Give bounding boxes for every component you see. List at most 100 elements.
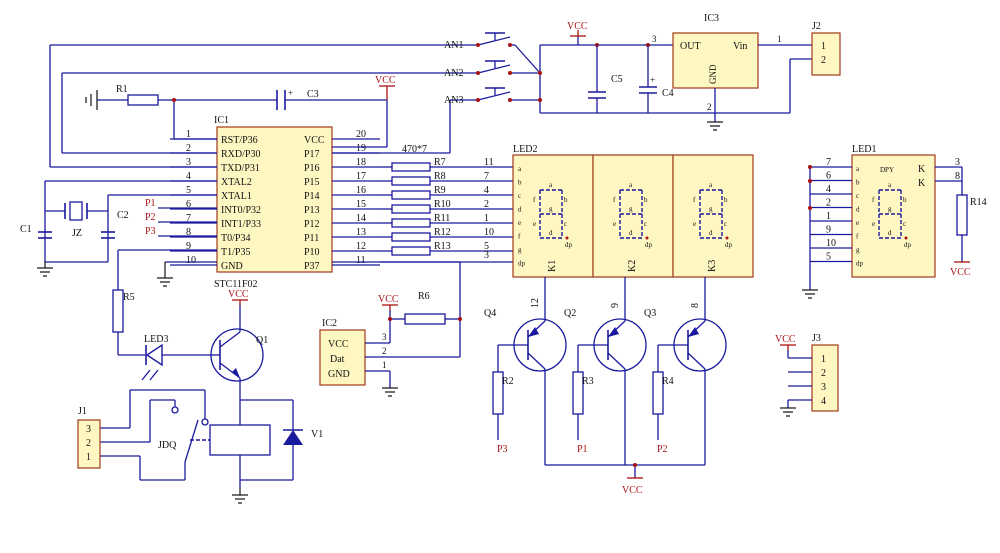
led2-digit-3-segments-letter-c: c: [724, 220, 727, 228]
led1-pin-1: 1: [826, 211, 831, 222]
led2-digit-1: [512, 154, 594, 278]
led2-k3-label: K3: [707, 260, 718, 272]
led2-pin-dp: 3: [484, 250, 489, 261]
relay-coil: [209, 424, 271, 456]
led1-pin-10: 10: [826, 238, 836, 249]
led1-seg-g: g: [856, 246, 860, 254]
led2-digit-2-segments-letter-e: e: [613, 220, 616, 228]
led2-seg-dp: dp: [518, 260, 526, 268]
j1-ref: J1: [78, 406, 87, 417]
p3-label-ic1: P3: [145, 226, 156, 237]
led2-digit-2-segments-letter-b: b: [644, 196, 648, 204]
ic2-pin3: 3: [382, 332, 387, 342]
led2-seg-d: d: [518, 206, 522, 214]
led1-digit-segments-letter-f: f: [872, 196, 875, 204]
ic3-gnd: GND: [708, 64, 718, 84]
p-label-q2: P1: [577, 444, 588, 455]
ic1-pin-4: 4: [186, 171, 191, 182]
led2-digit-3-segments-letter-a: a: [709, 181, 713, 189]
j3-pin-1: 1: [821, 354, 826, 365]
led2-digit-1-segments-letter-f: f: [533, 196, 536, 204]
led1-pin-9: 9: [826, 225, 831, 236]
j3-pin-2: 2: [821, 368, 826, 379]
ic2-gnd: GND: [328, 369, 350, 380]
ic1-pin-8: 8: [186, 227, 191, 238]
ic1-pin-19: 19: [356, 143, 366, 154]
resistor-r10: [391, 204, 431, 214]
p-label-q4: P3: [497, 444, 508, 455]
led1-pin-2: 2: [826, 198, 831, 209]
ic1-pin-label-3: TXD/P31: [221, 163, 260, 174]
j2-ref: J2: [812, 21, 821, 32]
led1-digit-segments-letter-e: e: [872, 220, 875, 228]
ic1-pin-label-12: P10: [304, 247, 320, 258]
ic1-pin-12: 12: [356, 241, 366, 252]
ic2-pin2: 2: [382, 346, 387, 356]
ic3-regulator: [672, 32, 759, 89]
reset-circuit: R1 + C3 VCC: [85, 75, 396, 148]
vcc-label-c3: VCC: [375, 75, 396, 86]
r14-pullup: R14 VCC: [935, 166, 987, 278]
q2-label: Q2: [564, 308, 576, 319]
j1-pin-1: 1: [86, 452, 91, 463]
led2-seg-c: c: [518, 192, 521, 200]
ic1-ref: IC1: [214, 115, 229, 126]
q1-label: Q1: [256, 335, 268, 346]
ic1-pin-5: 5: [186, 185, 191, 196]
ic1-pin-label-19: P17: [304, 149, 320, 160]
button-an2-label: AN2: [444, 68, 463, 79]
r4-label: R4: [662, 376, 674, 387]
power-section: VCC C5 + C4 IC3 OUT Vin GND 3 2 1 J2 1 2: [514, 13, 841, 131]
ic2-pin1: 1: [382, 360, 387, 370]
led1-digit-segments-letter-dp: dp: [904, 241, 912, 249]
ic1-pin-6: 6: [186, 199, 191, 210]
q4-pin: 12: [530, 298, 541, 308]
resistor-label-r9: R9: [434, 185, 446, 196]
led2-seg-b: b: [518, 179, 522, 187]
j2-pin2: 2: [821, 55, 826, 66]
vcc-label-q1: VCC: [228, 289, 249, 300]
led2-digit-2-segments-letter-c: c: [644, 220, 647, 228]
jdq-label: JDQ: [158, 440, 177, 451]
led1-dpy-label: DPY: [880, 166, 894, 174]
r5-label: R5: [123, 292, 135, 303]
vcc-label-drivers: VCC: [622, 485, 643, 496]
ic1-pin-label-9: T1/P35: [221, 247, 250, 258]
ic1-pin-10: 10: [186, 255, 196, 266]
jz-label: JZ: [72, 228, 82, 239]
led2-ref: LED2: [513, 144, 537, 155]
led1-pin-4: 4: [826, 184, 831, 195]
ic1-microcontroller: IC1 STC11F02 1RST/P362RXD/P303TXD/P314XT…: [170, 115, 380, 290]
resistor-r8: [391, 176, 431, 186]
led2-digit-3-segments-letter-e: e: [693, 220, 696, 228]
c2-label: C2: [117, 210, 129, 221]
ic1-pin-label-2: RXD/P30: [221, 149, 260, 160]
button-an1-label: AN1: [444, 40, 463, 51]
ic1-pin-3: 3: [186, 157, 191, 168]
r6-label: R6: [418, 291, 430, 302]
ic2-sensor: IC2 VCC Dat GND 3 2 1 VCC R6: [319, 261, 462, 397]
r6-resistor: [404, 313, 446, 325]
ic1-pin-label-16: P14: [304, 191, 320, 202]
led2-digit-1-segments-letter-d: d: [549, 229, 553, 237]
ic1-pin-label-20: VCC: [304, 135, 325, 146]
ic1-pin-1: 1: [186, 129, 191, 140]
led2-digit-3-segments-letter-b: b: [724, 196, 728, 204]
led2-digit-3-segments-letter-g: g: [709, 205, 713, 213]
led1-seg-f: f: [856, 233, 859, 241]
ic1-pin-label-14: P12: [304, 219, 320, 230]
r2-label: R2: [502, 376, 514, 387]
resistor-label-r13: R13: [434, 241, 451, 252]
ic1-pin-label-7: INT1/P33: [221, 219, 261, 230]
vcc-label-r14: VCC: [950, 267, 971, 278]
led1-seg-e: e: [856, 219, 859, 227]
led1-pin-7: 7: [826, 157, 831, 168]
v1-label: V1: [311, 429, 323, 440]
svg-text:+: +: [288, 88, 293, 98]
resistor-r11: [391, 218, 431, 228]
resistor-label-r12: R12: [434, 227, 451, 238]
led2-digit-2-segments-letter-g: g: [629, 205, 633, 213]
led2-digit-2-segments-letter-f: f: [613, 196, 616, 204]
resistor-array-label: 470*7: [402, 144, 427, 155]
